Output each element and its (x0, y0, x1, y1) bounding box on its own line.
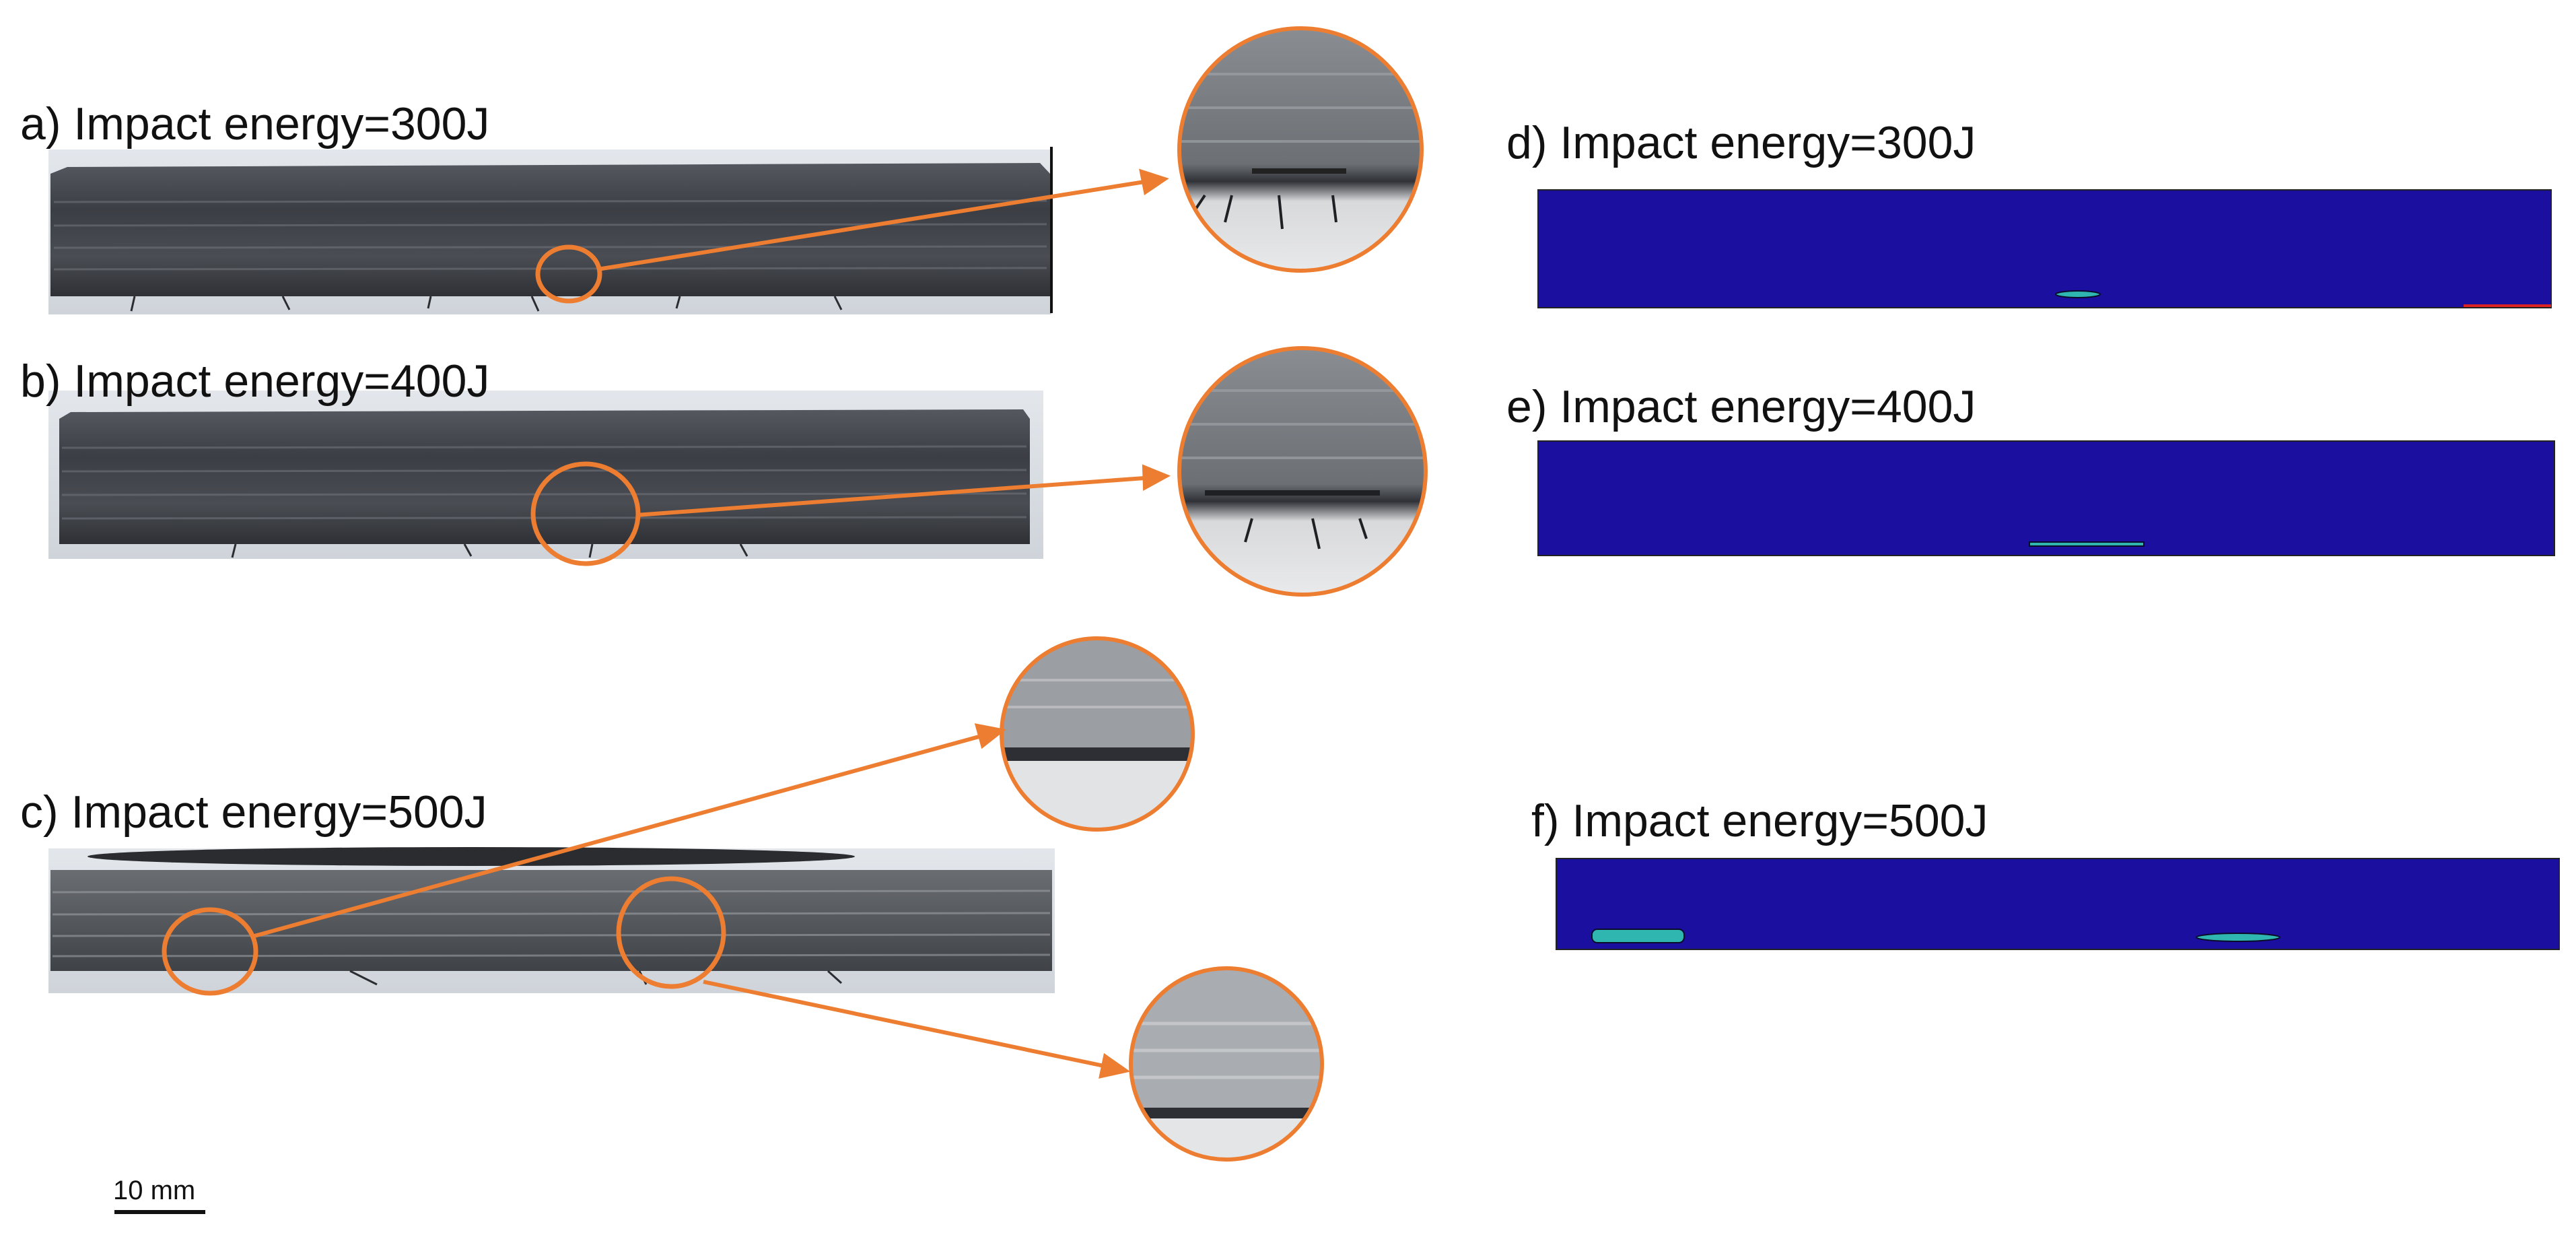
panel-c-label: c) Impact energy=500J (20, 786, 487, 838)
panel-b-specimen (59, 409, 1030, 544)
panel-a-specimen (50, 163, 1050, 296)
panel-a-label: a) Impact energy=300J (20, 98, 490, 149)
panel-d-fem-strip (1537, 189, 2552, 308)
panel-e-fem (1537, 440, 2555, 556)
panel-d-damage (2055, 290, 2101, 298)
zoom-inset-c2-outline (1129, 966, 1324, 1162)
highlight-c1 (162, 907, 258, 996)
panel-a-plies (53, 199, 1047, 271)
panel-c-photo (48, 847, 1055, 993)
panel-f-fem (1556, 858, 2560, 950)
panel-b-label: b) Impact energy=400J (20, 356, 490, 407)
panel-e-damage (2029, 541, 2145, 547)
highlight-c2 (616, 876, 726, 989)
zoom-inset-a (1177, 26, 1424, 273)
panel-f-fem-strip (1556, 858, 2560, 950)
panel-b-photo (48, 391, 1043, 559)
zoom-inset-a-outline (1177, 26, 1424, 273)
panel-e-fem-strip (1537, 440, 2555, 556)
panel-c-top-shadow (88, 847, 855, 866)
zoom-inset-b (1177, 346, 1428, 597)
panel-d-label: d) Impact energy=300J (1506, 117, 1976, 168)
panel-b-plies (61, 445, 1027, 520)
zoom-inset-c1 (1000, 636, 1195, 832)
panel-f-label: f) Impact energy=500J (1531, 795, 1988, 846)
panel-f-damage-left (1591, 929, 1685, 943)
arrow-c1 (254, 734, 982, 938)
zoom-inset-c2 (1129, 966, 1324, 1162)
panel-b-fibers (231, 543, 749, 558)
arrow-c2 (703, 980, 1105, 1068)
arrow-a (597, 180, 1145, 271)
panel-a-photo (48, 147, 1053, 314)
panel-e-label: e) Impact energy=400J (1506, 381, 1976, 432)
panel-f-damage-right (2196, 933, 2281, 942)
connector-arrows (254, 168, 1171, 1079)
panel-c-plies (52, 890, 1051, 958)
panel-a-fibers (130, 296, 843, 312)
panel-d-fem (1537, 189, 2552, 308)
scale-bar-label: 10 mm (113, 1176, 196, 1205)
highlight-a (535, 244, 602, 304)
zoom-inset-c1-outline (1000, 636, 1195, 832)
zoom-inset-b-outline (1177, 346, 1428, 597)
arrow-b (635, 476, 1145, 517)
